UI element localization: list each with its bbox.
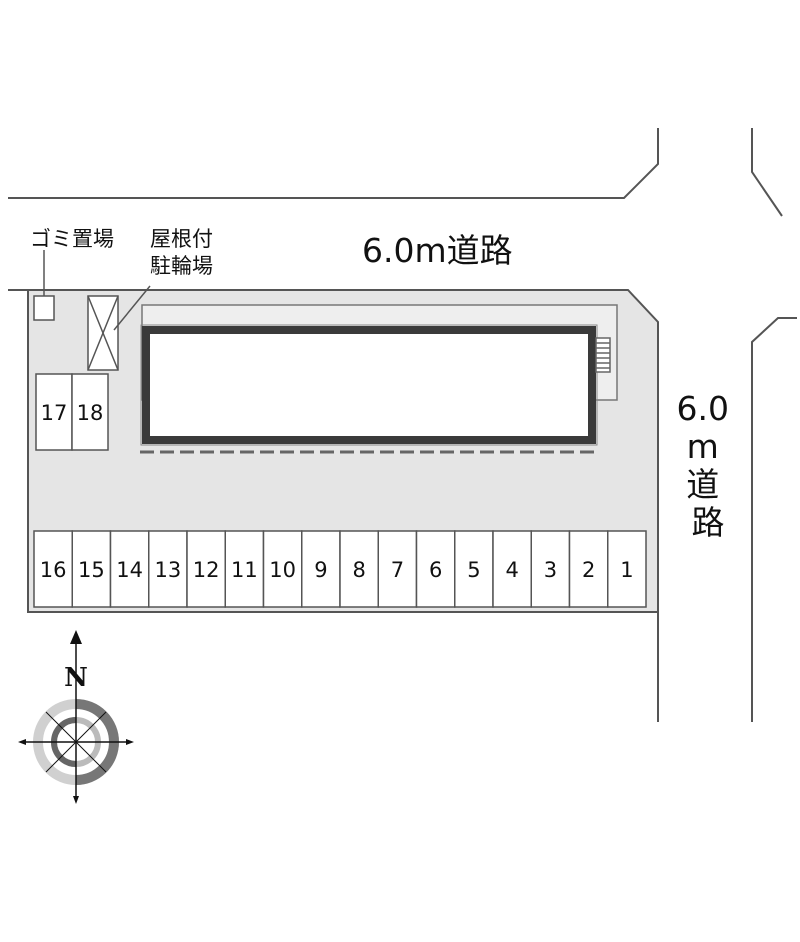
parking-space xyxy=(224,530,265,608)
bicycle-leader-line xyxy=(113,285,151,331)
parking-space xyxy=(71,373,109,451)
compass-south-tip xyxy=(73,796,79,804)
east-road-label-line-2: m xyxy=(687,427,719,466)
bicycle-label-line-2: 駐輪場 xyxy=(150,254,213,278)
compass-icon: N xyxy=(18,630,134,804)
east-road-label-line-4: 路 xyxy=(692,503,725,542)
parking-space xyxy=(186,530,226,608)
parking-space-number: 2 xyxy=(582,558,595,582)
compass-north-label: N xyxy=(64,663,88,693)
parking-space-number: 1 xyxy=(620,558,633,582)
parking-space-number: 7 xyxy=(391,558,404,582)
parking-space-number: 16 xyxy=(40,558,67,582)
parking-space xyxy=(262,530,303,608)
building xyxy=(142,326,596,444)
bicycle-parking-cross-b xyxy=(87,295,119,371)
compass-needle-d2 xyxy=(45,711,107,773)
east-road-label: 6.0 m 道 路 xyxy=(677,389,740,542)
parking-space xyxy=(454,530,494,608)
parking-space-number: 17 xyxy=(41,401,68,425)
parking-space-number: 14 xyxy=(116,558,143,582)
compass-east-tip xyxy=(126,739,134,745)
north-road-label: 6.0m道路 xyxy=(362,231,513,270)
compass-west-tip xyxy=(18,739,26,745)
parking-space xyxy=(607,530,647,608)
parking-space xyxy=(148,530,188,608)
parking-space-number: 8 xyxy=(352,558,365,582)
parking-space xyxy=(301,530,341,608)
parking-space xyxy=(568,530,609,608)
bicycle-label-line-1: 屋根付 xyxy=(150,227,213,251)
building-outline xyxy=(140,324,598,446)
road-edges xyxy=(8,128,797,722)
parking-space xyxy=(33,530,73,608)
garbage-label: ゴミ置場 xyxy=(30,227,114,251)
parking-space xyxy=(377,530,418,608)
parking-space-number: 3 xyxy=(544,558,557,582)
parking-space xyxy=(339,530,379,608)
east-road-far-edge xyxy=(751,317,797,722)
compass-north-arrow xyxy=(70,630,82,644)
parking-space xyxy=(415,530,456,608)
east-road-far-edge-top xyxy=(751,128,783,217)
garbage-area xyxy=(33,295,55,321)
east-road-label-line-3: 道 xyxy=(686,465,719,504)
parking-space xyxy=(71,530,112,608)
parking-space-number: 4 xyxy=(505,558,518,582)
parking-space-number: 5 xyxy=(467,558,480,582)
parking-space-number: 9 xyxy=(314,558,327,582)
parking-space-number: 18 xyxy=(77,401,104,425)
row-parking-group: 16 15 14 13 12 11 10 9 8 7 6 5 4 3 2 1 xyxy=(33,530,647,608)
parking-space-number: 11 xyxy=(231,558,258,582)
parking-space-number: 15 xyxy=(78,558,105,582)
north-road-far-edge xyxy=(8,128,659,199)
parking-space-number: 6 xyxy=(429,558,442,582)
east-road-label-line-1: 6.0 xyxy=(677,389,729,428)
parking-space-number: 10 xyxy=(269,558,296,582)
bicycle-label: 屋根付 駐輪場 xyxy=(150,227,220,278)
parking-space-number: 12 xyxy=(193,558,220,582)
parking-space xyxy=(530,530,571,608)
parking-space-number: 13 xyxy=(155,558,182,582)
stairs-icon xyxy=(595,337,611,373)
